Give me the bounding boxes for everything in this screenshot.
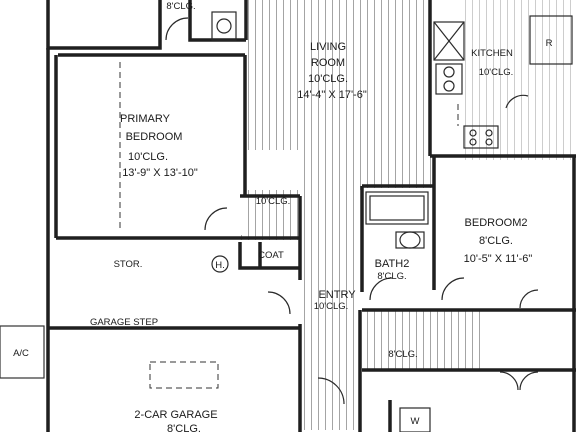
living-room-size: 14'-4" X 17'-6" [297, 89, 367, 101]
hall-ceiling: 10'CLG. [256, 196, 291, 207]
garage-ceiling: 8'CLG. [167, 423, 201, 432]
bath2-name: BATH2 [375, 258, 410, 270]
living-room-name-1: LIVING [310, 41, 346, 53]
water-heater-label: H. [215, 260, 225, 271]
walls [46, 0, 576, 432]
primary-bedroom-ceiling: 10'CLG. [128, 151, 168, 163]
primary-bedroom-size: 13'-9" X 13'-10" [122, 167, 198, 179]
bath-area [362, 188, 434, 310]
living-room-name-2: ROOM [311, 57, 345, 69]
living-room-ceiling: 10'CLG. [308, 73, 348, 85]
top-closet-ceiling: 8'CLG. [166, 1, 195, 12]
ac-label: A/C [13, 348, 29, 359]
hatched-floor [240, 0, 574, 430]
garage-step-label: GARAGE STEP [90, 317, 158, 328]
entry-name: ENTRY [318, 289, 356, 301]
entry-ceiling: 10'CLG. [314, 301, 349, 312]
fixtures [119, 11, 573, 432]
primary-bedroom-name-1: PRIMARY [120, 113, 171, 125]
bedroom2-name: BEDROOM2 [465, 217, 528, 229]
garage-area [58, 240, 300, 432]
ac-pad [0, 325, 45, 379]
washer-mark: W [411, 416, 420, 427]
laundry-ceiling: 8'CLG. [388, 349, 417, 360]
coat-closet: COAT [258, 250, 284, 261]
kitchen-name: KITCHEN [471, 48, 513, 59]
room-labels: 8'CLG. LIVING ROOM 10'CLG. 14'-4" X 17'-… [13, 1, 552, 432]
primary-bedroom-area [58, 55, 242, 235]
garage-name: 2-CAR GARAGE [134, 409, 217, 421]
bedroom2-ceiling: 8'CLG. [479, 235, 513, 247]
bedroom2-size: 10'-5" X 11'-6" [464, 253, 533, 265]
primary-bedroom-name-2: BEDROOM [126, 131, 183, 143]
fridge-mark: R [546, 38, 553, 49]
kitchen-ceiling: 10'CLG. [479, 67, 514, 78]
bedroom2-area [435, 160, 574, 310]
storage-label: STOR. [114, 259, 143, 270]
bath2-ceiling: 8'CLG. [377, 271, 406, 282]
